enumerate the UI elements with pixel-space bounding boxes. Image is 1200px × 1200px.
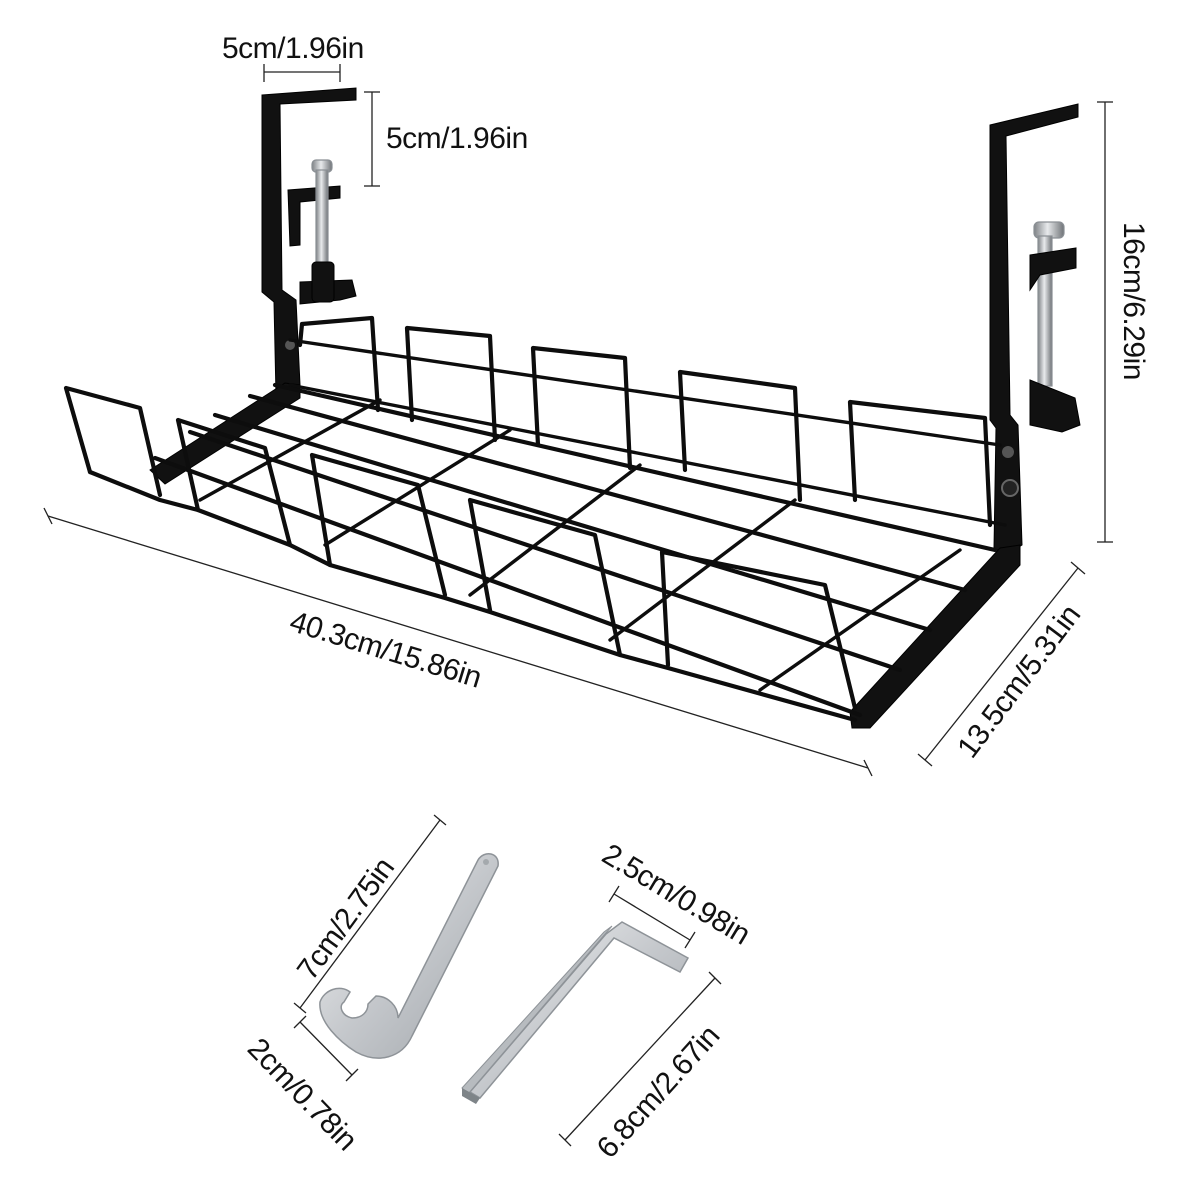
hex-key-long-label: 6.8cm/2.67in <box>591 1019 726 1164</box>
clamp-opening-height-label: 5cm/1.96in <box>386 122 528 155</box>
length-label: 40.3cm/15.86in <box>286 605 485 694</box>
back-rail-top <box>288 338 1002 447</box>
depth-label: 13.5cm/5.31in <box>951 599 1087 764</box>
back-rail-bottom <box>288 383 1007 527</box>
floor-wires <box>152 382 998 718</box>
front-bottom-rail <box>87 469 858 723</box>
hex-key <box>461 921 690 1104</box>
wrench <box>319 853 499 1059</box>
wrench-length-label: 7cm/2.75in <box>291 852 401 986</box>
cable-tray <box>63 87 1081 729</box>
front-loops <box>63 385 858 711</box>
base-bracket-right <box>849 544 1021 729</box>
left-clamp-bracket <box>261 87 357 396</box>
dimension-lines <box>43 64 1113 1147</box>
wrench-jaw-label: 2cm/0.78in <box>241 1032 363 1157</box>
height-label: 16cm/6.29in <box>1117 222 1150 380</box>
back-loops <box>297 315 993 528</box>
clamp-opening-width-label: 5cm/1.96in <box>222 32 364 65</box>
right-clamp-bracket <box>989 103 1081 556</box>
